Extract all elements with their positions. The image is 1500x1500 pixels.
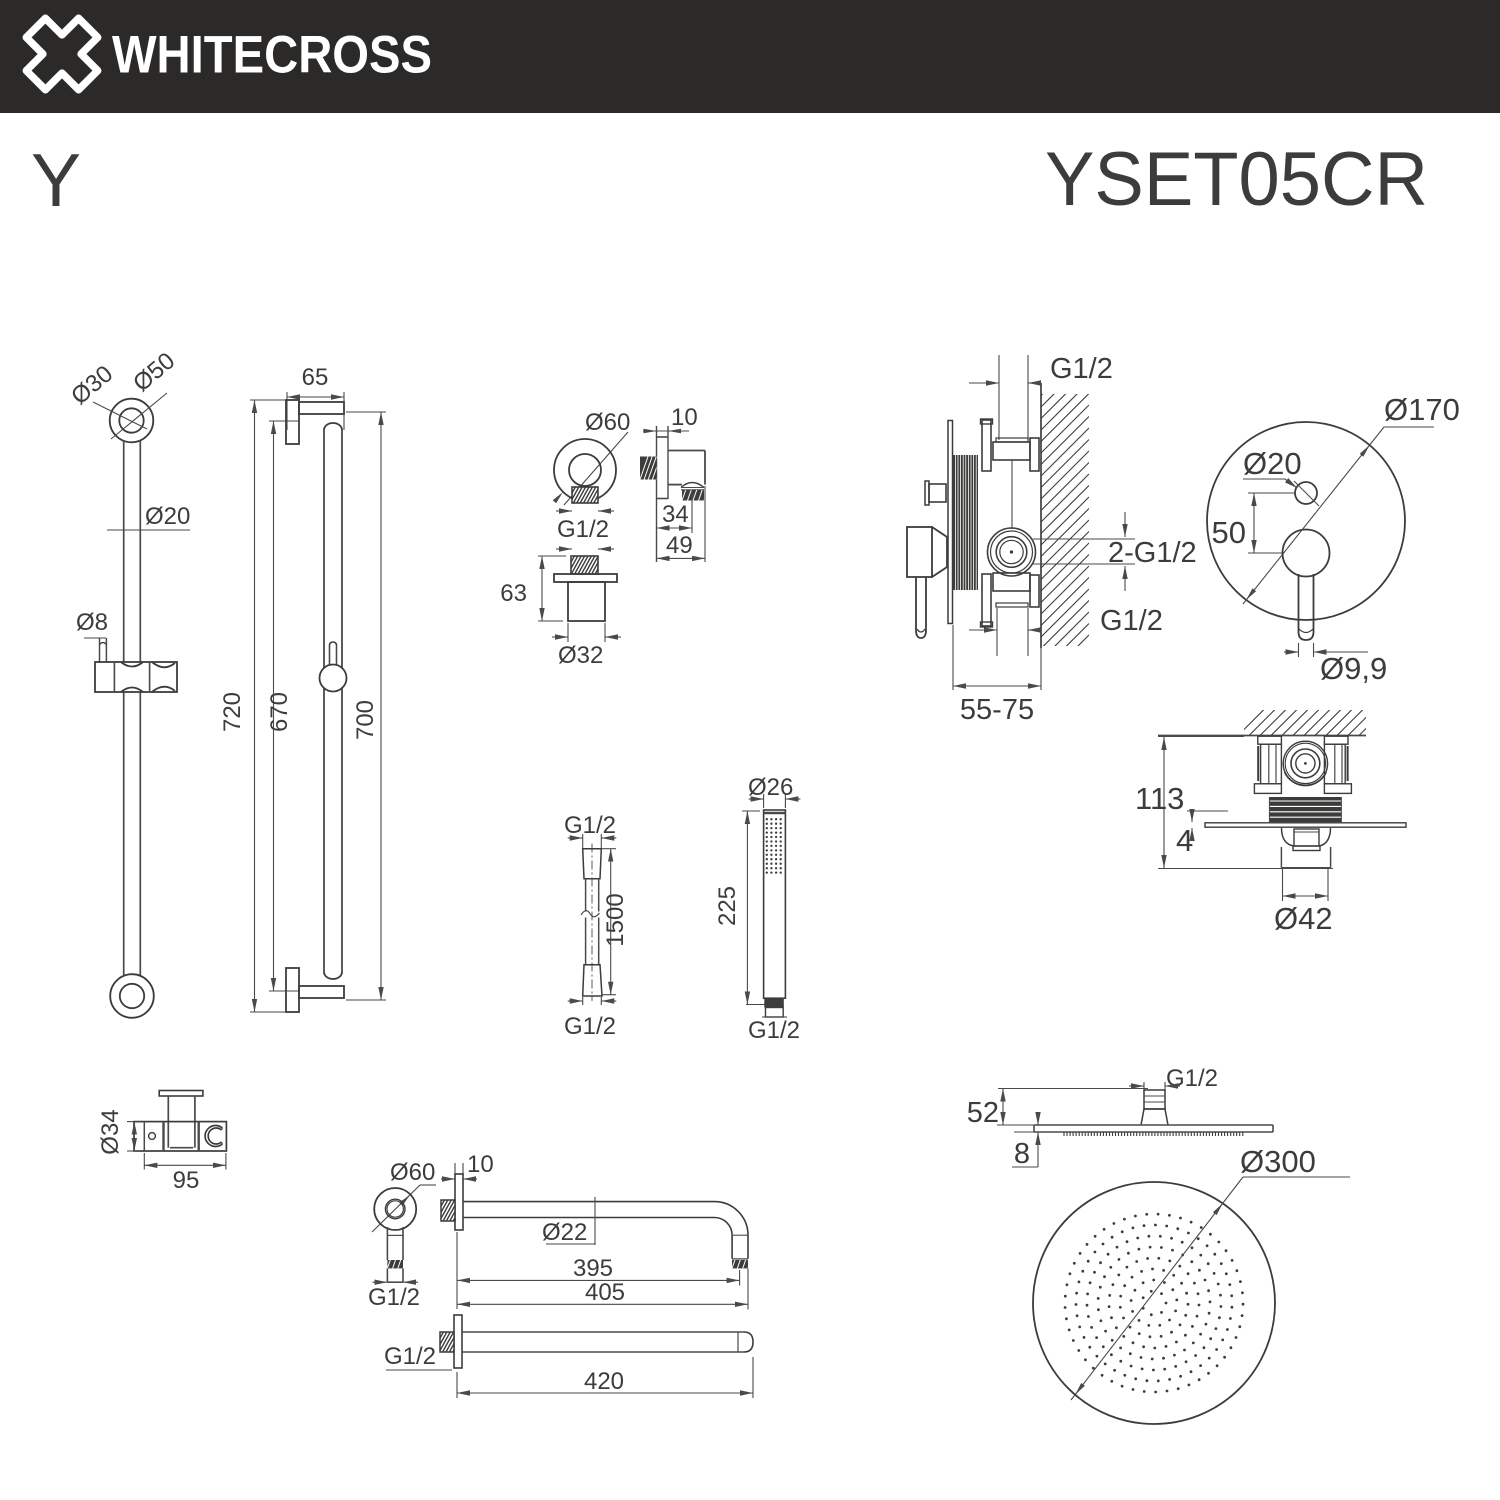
svg-text:G1/2: G1/2 [564, 812, 616, 839]
svg-text:Ø22: Ø22 [542, 1219, 587, 1246]
svg-text:G1/2: G1/2 [564, 1013, 616, 1040]
svg-text:Y: Y [31, 138, 81, 222]
svg-text:10: 10 [671, 404, 698, 431]
svg-text:670: 670 [266, 692, 293, 732]
svg-text:G1/2: G1/2 [748, 1017, 800, 1044]
svg-text:420: 420 [584, 1368, 624, 1395]
svg-text:95: 95 [173, 1167, 200, 1194]
svg-text:2-G1/2: 2-G1/2 [1108, 537, 1197, 569]
svg-text:8: 8 [1014, 1138, 1030, 1170]
svg-text:49: 49 [666, 532, 693, 559]
svg-text:Ø170: Ø170 [1384, 392, 1460, 427]
svg-text:Ø60: Ø60 [585, 409, 630, 436]
svg-text:395: 395 [573, 1255, 613, 1282]
svg-text:WHITECROSS: WHITECROSS [112, 26, 432, 85]
svg-text:10: 10 [467, 1151, 494, 1178]
svg-text:113: 113 [1135, 781, 1184, 816]
svg-text:G1/2: G1/2 [1050, 353, 1113, 385]
svg-text:Ø9,9: Ø9,9 [1320, 651, 1387, 686]
svg-text:52: 52 [967, 1097, 999, 1129]
svg-text:50: 50 [1212, 515, 1246, 550]
svg-text:225: 225 [714, 886, 741, 926]
svg-text:1500: 1500 [602, 893, 629, 946]
svg-text:720: 720 [219, 692, 246, 732]
svg-text:Ø32: Ø32 [558, 642, 603, 669]
svg-text:34: 34 [662, 501, 689, 528]
svg-text:Ø300: Ø300 [1240, 1144, 1316, 1179]
svg-text:G1/2: G1/2 [557, 516, 609, 543]
svg-text:Ø20: Ø20 [145, 503, 190, 530]
svg-text:Ø26: Ø26 [748, 774, 793, 801]
svg-text:Ø60: Ø60 [390, 1159, 435, 1186]
svg-text:55-75: 55-75 [960, 694, 1034, 726]
svg-text:405: 405 [585, 1279, 625, 1306]
svg-text:63: 63 [500, 580, 527, 607]
svg-text:65: 65 [302, 364, 329, 391]
svg-text:G1/2: G1/2 [1166, 1065, 1218, 1092]
svg-text:Ø20: Ø20 [1243, 446, 1302, 481]
svg-text:YSET05CR: YSET05CR [1045, 137, 1428, 222]
svg-text:G1/2: G1/2 [1100, 605, 1163, 637]
svg-text:700: 700 [352, 700, 379, 740]
svg-text:Ø42: Ø42 [1274, 901, 1333, 936]
svg-text:Ø34: Ø34 [97, 1109, 124, 1154]
svg-text:G1/2: G1/2 [384, 1343, 436, 1370]
svg-text:G1/2: G1/2 [368, 1284, 420, 1311]
svg-text:Ø8: Ø8 [76, 609, 108, 636]
svg-text:4: 4 [1176, 823, 1193, 858]
